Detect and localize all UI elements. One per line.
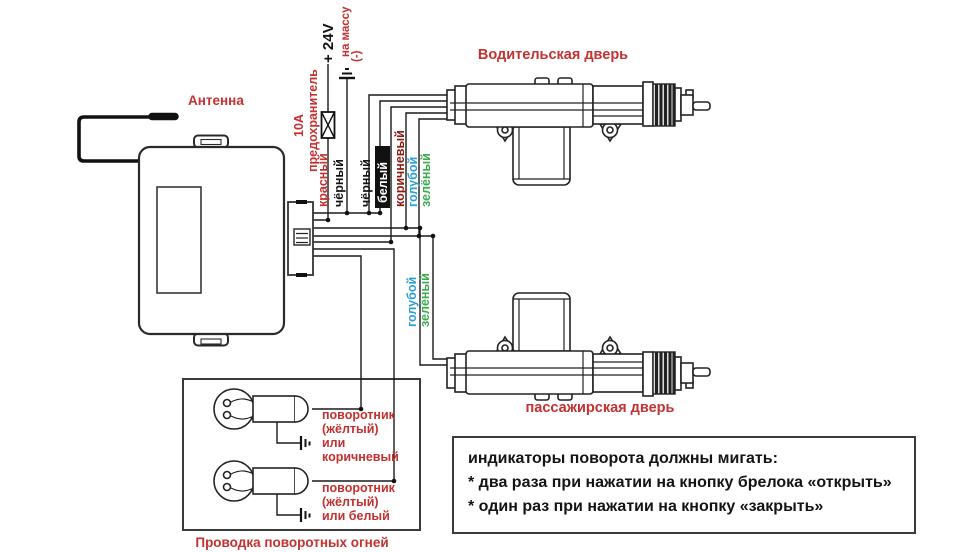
plus-24v-label: + 24V [320,23,337,63]
fuse-name-label: предохранитель [306,69,320,172]
wire-green-label: зелёный [419,153,433,207]
lamp1-labels: поворотник (жёлтый) или коричневый [322,408,399,464]
turn-box-caption: Проводка поворотных огней [195,535,388,550]
antenna-label: Антенна [188,93,244,108]
to-ground-label: на массу [340,6,352,57]
wire-black1-label: чёрный [332,159,346,207]
svg-text:или: или [322,436,345,450]
ground-icon [339,68,355,80]
wire-blue2-label: голубой [405,277,419,327]
passenger-door-label: пассажирская дверь [526,400,675,416]
driver-door-label: Водительская дверь [478,47,628,63]
svg-text:(жёлтый): (жёлтый) [322,495,379,509]
fuse-amp-label: 10А [292,114,306,137]
wire-green2-label: зелёный [418,273,432,327]
svg-text:поворотник: поворотник [322,408,396,422]
junction-dots [325,210,436,484]
white-wire-label-box [375,146,390,208]
wire-red-label: красный [316,153,330,207]
turn-lamp [213,388,311,450]
ground-minus-label: (-) [351,50,363,62]
passenger-door-actuator [445,291,712,402]
lamp-ground-icon [299,436,311,450]
svg-text:индикаторы поворота должны миг: индикаторы поворота должны мигать: [468,450,778,467]
control-unit-window [156,186,202,294]
note-text: индикаторы поворота должны мигать: * два… [468,450,892,515]
svg-text:коричневый: коричневый [322,450,399,464]
svg-text:поворотник: поворотник [322,481,396,495]
wire-blue-label: голубой [406,157,420,207]
fuse-icon [320,111,336,139]
control-unit [137,134,286,347]
driver-door-actuator [446,77,711,186]
svg-text:(жёлтый): (жёлтый) [322,422,379,436]
svg-text:* два раза при нажатии на кноп: * два раза при нажатии на кнопку брелока… [468,474,892,491]
wire-brown-label: коричневый [393,130,407,207]
lamp2-labels: поворотник (жёлтый) или белый [322,481,396,523]
svg-text:или белый: или белый [322,509,390,523]
wire-black2-label: чёрный [359,159,373,207]
connector [287,200,314,277]
svg-text:* один раз при нажатии на кноп: * один раз при нажатии на кнопку «закрыт… [468,498,823,515]
antenna-wire [77,112,179,163]
note-box [452,436,916,534]
wire-white-label: белый [376,162,390,203]
